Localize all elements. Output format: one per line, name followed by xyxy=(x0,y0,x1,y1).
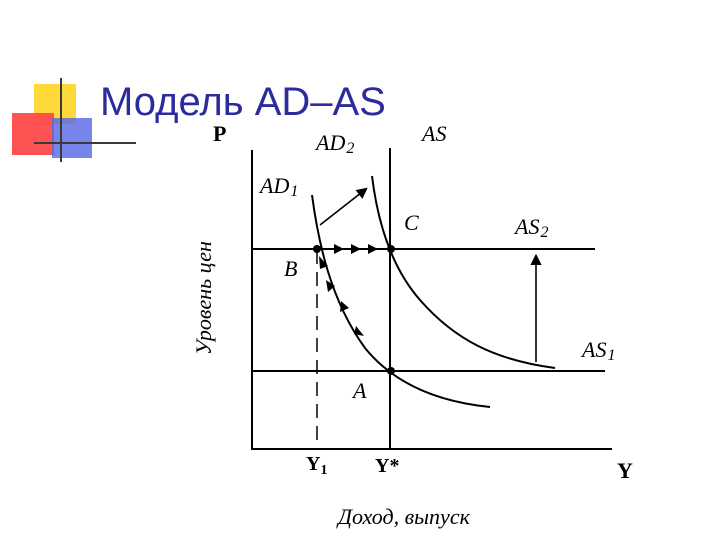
p-axis-label: P xyxy=(213,121,226,146)
path-arrow-ba-1 xyxy=(354,326,364,336)
deco-blue-square xyxy=(52,118,92,158)
path-arrow-ab-2 xyxy=(351,244,361,254)
deco-vertical-line xyxy=(60,78,62,162)
ad-shift-arrow xyxy=(319,187,368,226)
x-axis-title: Доход, выпуск xyxy=(336,504,471,529)
path-arrow-ba-3 xyxy=(326,280,335,292)
point-a-dot xyxy=(387,367,395,375)
ad1-label: AD1 xyxy=(258,173,298,200)
point-b-dot xyxy=(313,245,321,253)
as-long-run-label: AS xyxy=(420,121,446,146)
y-star-label: Y* xyxy=(375,455,399,477)
path-arrow-ab-3 xyxy=(368,244,378,254)
path-arrow-ab-1 xyxy=(334,244,344,254)
as2-label: AS2 xyxy=(513,214,548,241)
ad1-curve xyxy=(311,194,491,408)
deco-horizontal-line xyxy=(34,142,136,144)
point-b-label: B xyxy=(284,256,297,281)
point-a-label: A xyxy=(351,378,367,403)
ad2-curve xyxy=(371,175,556,369)
y-axis-label: Y xyxy=(617,458,633,483)
point-c-label: C xyxy=(404,210,419,235)
slide-title: Модель AD–AS xyxy=(100,80,386,124)
y-axis-title: Уровень цен xyxy=(191,241,216,355)
path-arrow-ba-4 xyxy=(319,256,328,269)
point-c-dot xyxy=(387,245,395,253)
deco-red-square xyxy=(12,113,54,155)
ad2-label: AD2 xyxy=(314,130,354,157)
as1-label: AS1 xyxy=(580,337,615,364)
y1-label: Y1 xyxy=(306,453,327,478)
path-arrow-ba-2 xyxy=(340,301,349,312)
